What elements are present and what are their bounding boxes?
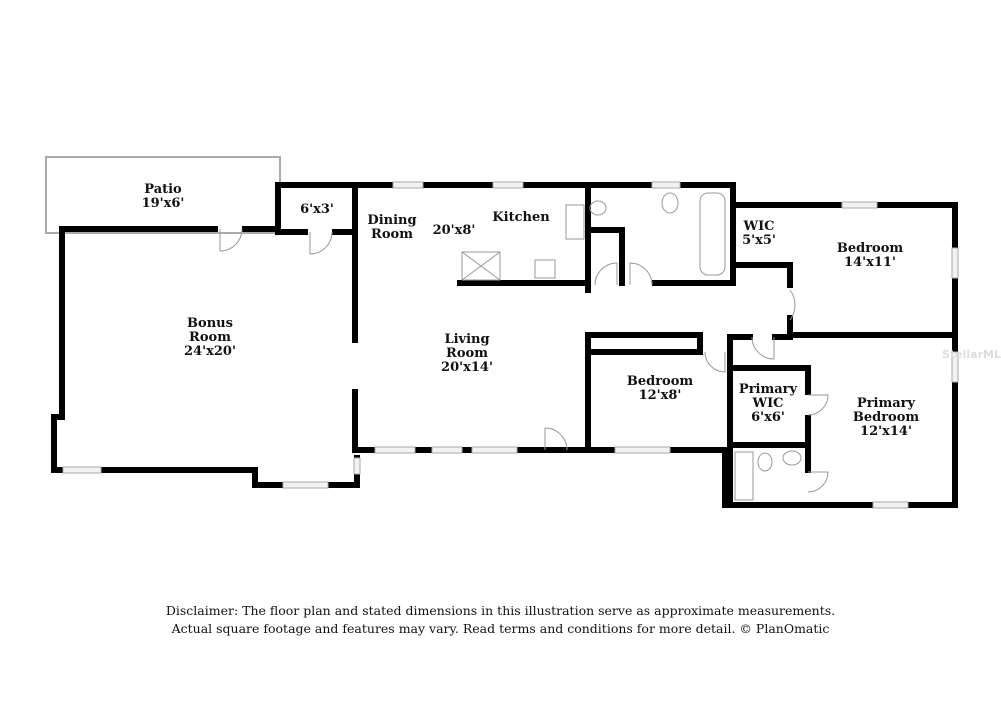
fixtures <box>461 192 802 501</box>
primary-wic-name-1: Primary <box>739 382 798 397</box>
primary-bedroom-name-1: Primary <box>857 396 916 411</box>
patio-dims: 19'x6' <box>142 196 185 211</box>
bedroom2-dims: 12'x8' <box>639 388 682 403</box>
wic-name: WIC <box>742 219 774 234</box>
bonus-dims: 24'x20' <box>184 344 236 359</box>
closet-dims: 6'x3' <box>300 202 334 217</box>
primary-bedroom-dims: 12'x14' <box>860 424 912 439</box>
dining-name-1: Dining <box>367 213 416 228</box>
dining-name-2: Room <box>371 227 413 242</box>
primary-wic-name-2: WIC <box>751 396 783 411</box>
bedroom2-name: Bedroom <box>627 374 694 389</box>
living-name-2: Room <box>446 346 488 361</box>
primary-bedroom-name-2: Bedroom <box>853 410 920 425</box>
living-name-1: Living <box>444 332 489 347</box>
bedroom1-name: Bedroom <box>837 241 904 256</box>
living-dims: 20'x14' <box>441 360 493 375</box>
wic-dims: 5'x5' <box>742 233 776 248</box>
primary-wic-dims: 6'x6' <box>751 410 785 425</box>
disclaimer-line-2: Actual square footage and features may v… <box>171 621 830 636</box>
windows <box>62 181 959 509</box>
kitchen-dims: 20'x8' <box>433 223 476 238</box>
doors <box>219 228 829 493</box>
disclaimer-line-1: Disclaimer: The floor plan and stated di… <box>165 603 836 618</box>
bedroom1-dims: 14'x11' <box>844 255 896 270</box>
patio-name: Patio <box>144 182 182 197</box>
kitchen-name: Kitchen <box>492 210 550 225</box>
watermark: StellarMLS <box>942 348 1001 361</box>
bonus-name-2: Room <box>189 330 231 345</box>
bonus-name-1: Bonus <box>187 316 233 331</box>
